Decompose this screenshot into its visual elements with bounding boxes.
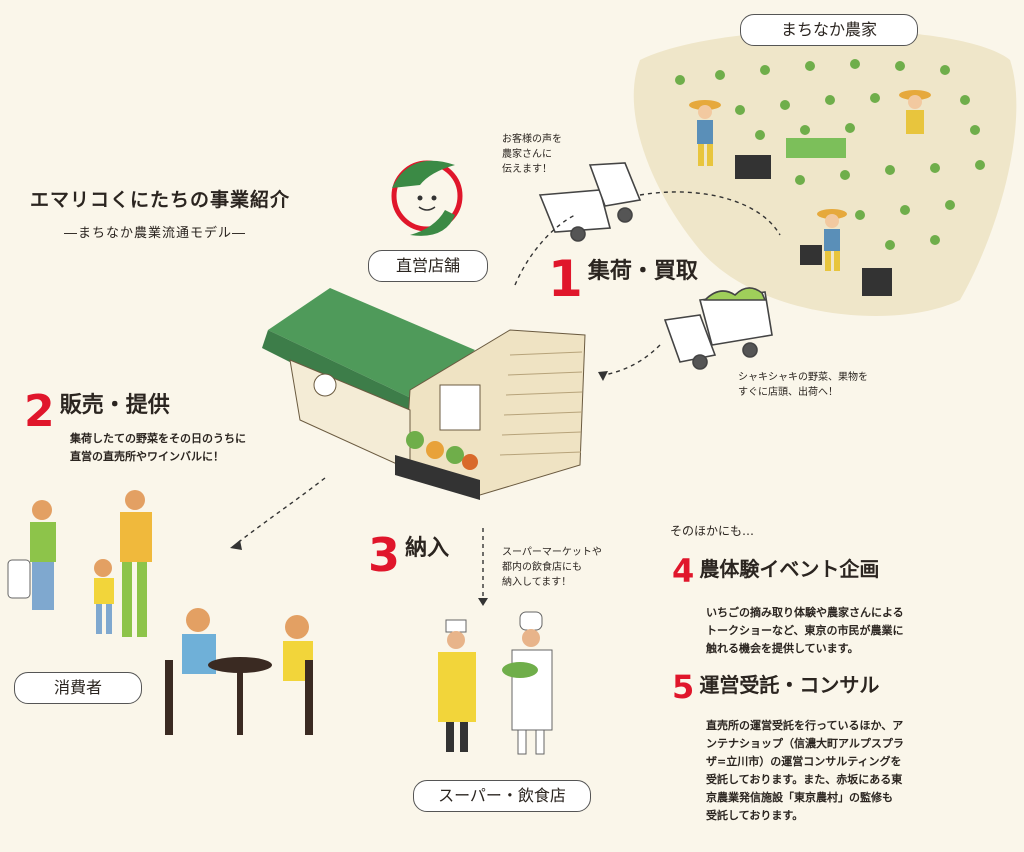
step-5: 5 運営受託・コンサル (672, 668, 879, 706)
step-4-label: 農体験イベント企画 (699, 557, 880, 581)
note-line: 都内の飲食店にも (502, 562, 582, 573)
note-line: 農家さんに (502, 149, 552, 160)
super-restaurant-label: スーパー・飲食店 (413, 780, 591, 812)
cafe-illustration (165, 608, 313, 735)
farm-label: まちなか農家 (740, 14, 918, 46)
desc-line: ンテナショップ（信濃大町アルプスプラ (706, 737, 904, 750)
step-5-label: 運営受託・コンサル (699, 673, 880, 697)
note-line: スーパーマーケットや (502, 547, 602, 558)
truck-loaded-illustration (663, 287, 773, 370)
store-label: 直営店舗 (368, 250, 488, 282)
step-3: 3 納入 (368, 528, 449, 582)
note-line: すぐに店頭、出荷へ！ (738, 387, 838, 398)
desc-line: 集荷したての野菜をその日のうちに (70, 432, 246, 445)
farm-field-illustration (633, 30, 1017, 316)
step-4: 4 農体験イベント企画 (672, 552, 879, 590)
truck-empty-illustration (538, 162, 642, 242)
step-1-label: 集荷・買取 (587, 259, 698, 284)
desc-line: ザ=立川市）の運営コンサルティングを (706, 755, 902, 768)
step-5-number: 5 (672, 668, 695, 706)
step-5-description: 直売所の運営受託を行っているほか、ア ンテナショップ（信濃大町アルプスプラ ザ=… (706, 717, 904, 825)
consumer-label: 消費者 (14, 672, 142, 704)
page-title: エマリコくにたちの事業紹介 (30, 189, 291, 211)
others-heading: そのほかにも… (670, 524, 755, 538)
note-line: 納入してます！ (502, 577, 572, 588)
step-4-number: 4 (672, 552, 695, 590)
flow-arrow-store-to-consumer (234, 477, 326, 546)
step-3-number: 3 (368, 528, 401, 582)
consumers-illustration (7, 490, 152, 637)
desc-line: いちごの摘み取り体験や農家さんによる (706, 606, 904, 619)
flow-arrow-store-to-truck (514, 214, 576, 286)
note-voice: お客様の声を 農家さんに 伝えます！ (502, 132, 562, 177)
note-fresh: シャキシャキの野菜、果物を すぐに店頭、出荷へ！ (738, 370, 868, 400)
desc-line: 受託しております。また、赤坂にある東 (706, 773, 903, 786)
page-subtitle: ―まちなか農業流通モデル― (64, 226, 247, 241)
desc-line: 直売所の運営受託を行っているほか、ア (706, 719, 904, 732)
step-1-number: 1 (548, 250, 583, 308)
note-line: お客様の声を (502, 134, 562, 145)
desc-line: 触れる機会を提供しています。 (706, 642, 859, 655)
step-2-label: 販売・提供 (59, 393, 170, 418)
step-2-number: 2 (24, 386, 55, 437)
step-4-description: いちごの摘み取り体験や農家さんによる トークショーなど、東京の市民が農業に 触れ… (706, 604, 904, 658)
desc-line: 京農業発信施設「東京農村」の監修も (706, 791, 893, 804)
step-2: 2 販売・提供 (24, 386, 170, 437)
flow-arrow-truck-to-farm (639, 191, 781, 236)
step-3-label: 納入 (405, 536, 450, 561)
step-1: 1 集荷・買取 (548, 250, 698, 308)
desc-line: トークショーなど、東京の市民が農業に (706, 624, 904, 637)
note-line: 伝えます！ (502, 164, 552, 175)
flow-arrow-truck-to-store (599, 344, 661, 377)
note-supply: スーパーマーケットや 都内の飲食店にも 納入してます！ (502, 545, 602, 590)
chefs-illustration (438, 611, 553, 755)
step-2-description: 集荷したての野菜をその日のうちに 直営の直売所やワインバルに！ (70, 430, 246, 466)
desc-line: 受託しております。 (706, 809, 804, 822)
note-line: シャキシャキの野菜、果物を (738, 372, 868, 383)
desc-line: 直営の直売所やワインバルに！ (70, 450, 224, 463)
company-logo (391, 160, 463, 236)
store-illustration (262, 288, 586, 500)
